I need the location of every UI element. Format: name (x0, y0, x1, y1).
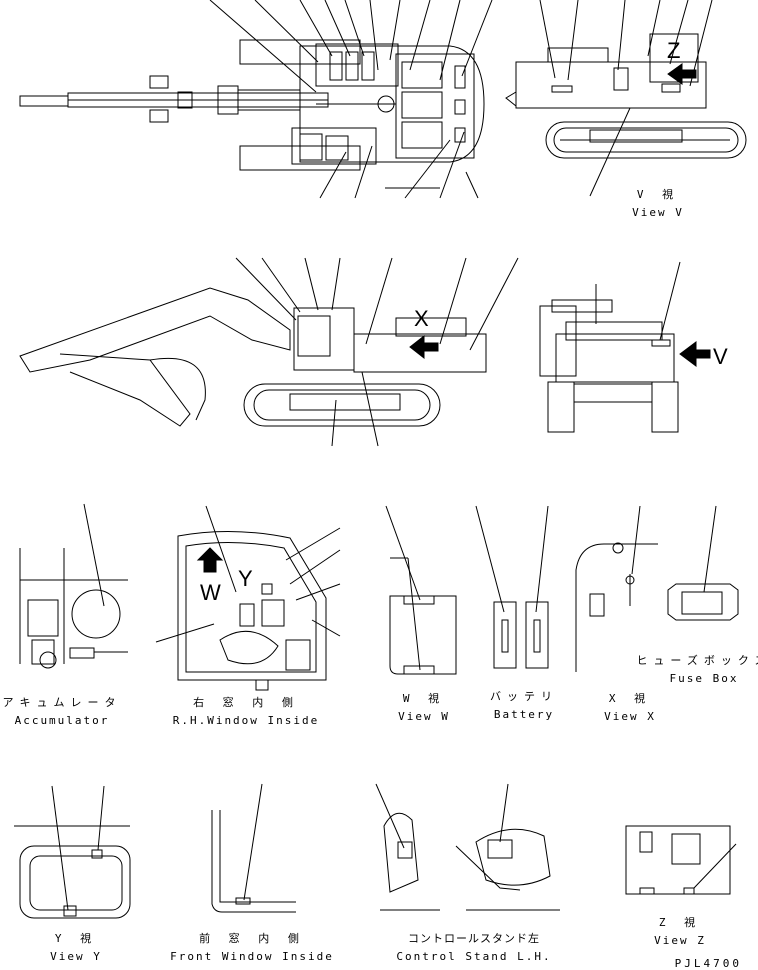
accumulator-caption-jp: アキュムレータ (2, 696, 122, 709)
view-x-caption-jp: X 視 (608, 692, 652, 705)
view-v-caption-en: View V (632, 206, 684, 219)
view-y-caption-en: View Y (50, 950, 102, 963)
front-window-caption-en: Front Window Inside (170, 950, 334, 963)
marker-letter-x: X (414, 306, 429, 331)
arrow-z (668, 64, 696, 84)
control-stand-caption-en: Control Stand L.H. (396, 950, 552, 963)
rh-window-caption-en: R.H.Window Inside (172, 714, 320, 727)
marker-arrows (198, 64, 710, 572)
view-z-caption-en: View Z (654, 934, 706, 947)
view-w-drawing (386, 506, 456, 674)
side-view-excavator (20, 258, 518, 446)
top-view-excavator (20, 0, 492, 198)
arrow-x (410, 336, 438, 358)
view-w-caption-en: View W (398, 710, 450, 723)
marker-letter-v: V (713, 344, 728, 369)
battery-drawing (476, 506, 548, 668)
accumulator-drawing (20, 504, 128, 668)
arrow-v (680, 342, 710, 366)
view-z-drawing (626, 826, 736, 894)
view-y-drawing (14, 786, 130, 918)
fuse-box-drawing (668, 506, 738, 620)
control-stand-caption-jp: コントロールスタンド左 (408, 932, 540, 945)
view-w-caption-jp: W 視 (402, 692, 446, 705)
front-window-drawing (212, 784, 296, 912)
rear-view-excavator (540, 262, 680, 432)
front-window-caption-jp: 前 窓 内 側 (199, 932, 305, 945)
rh-window-caption-jp: 右 窓 内 側 (193, 696, 299, 709)
view-x-caption-en: View X (604, 710, 656, 723)
view-z-caption-jp: Z 視 (658, 916, 702, 929)
view-y-caption-jp: Y 視 (54, 932, 98, 945)
view-x-drawing (576, 506, 658, 672)
view-v-caption-jp: V 視 (636, 188, 680, 201)
view-v-side-drawing (506, 0, 746, 196)
fuse-box-caption-jp: ヒューズボックス (636, 654, 758, 667)
accumulator-caption-en: Accumulator (14, 714, 110, 727)
marker-letter-w: W (200, 580, 221, 605)
marker-letter-y: Y (238, 566, 253, 591)
marker-letter-z: Z (667, 38, 681, 63)
arrow-up (198, 548, 222, 572)
drawing-id: PJL4700 (674, 957, 742, 970)
rh-window-drawing (156, 506, 340, 690)
fuse-box-caption-en: Fuse Box (669, 672, 739, 685)
control-stand-drawing (376, 784, 560, 910)
battery-caption-en: Battery (493, 708, 555, 721)
battery-caption-jp: バッテリ (490, 690, 558, 703)
